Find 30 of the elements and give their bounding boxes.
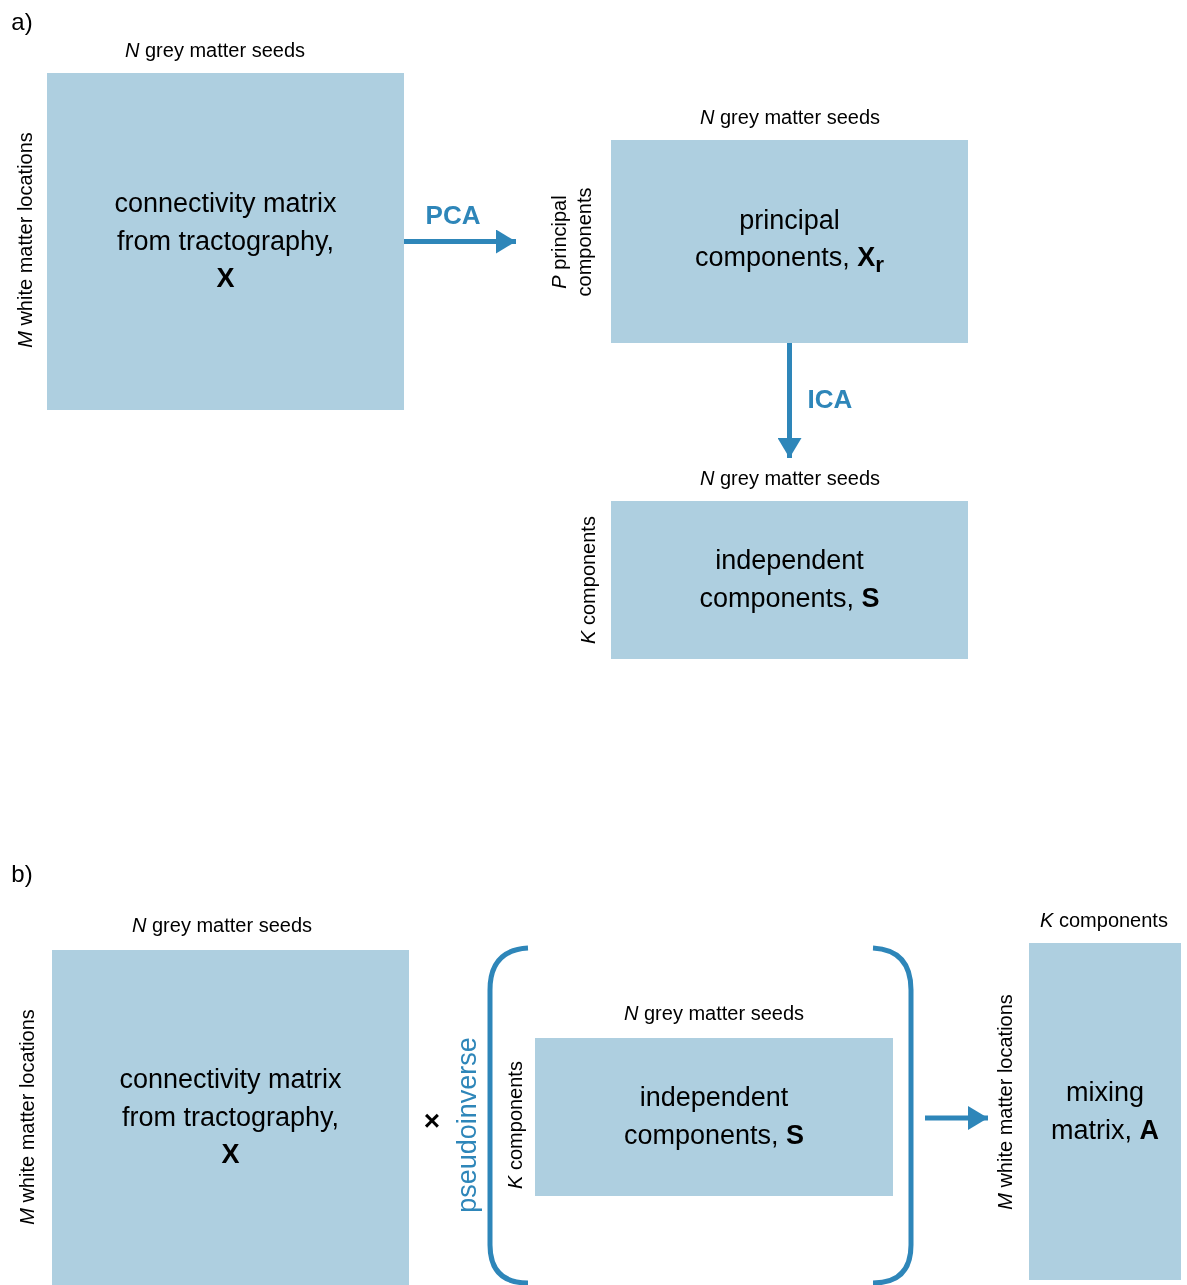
dimension-label: N grey matter seeds	[131, 913, 313, 937]
dimension-label: K components	[1040, 908, 1168, 932]
matrix-box	[535, 1038, 893, 1196]
dimension-label: N grey matter seeds	[623, 1001, 805, 1025]
matrix-box	[47, 73, 404, 410]
matrix-box	[611, 140, 968, 343]
dimension-label: M white matter locations	[992, 994, 1017, 1210]
matrix-box	[1029, 943, 1181, 1280]
dimension-label: N grey matter seeds	[699, 105, 881, 129]
matrix-label: mixing matrix, A	[1050, 1075, 1160, 1147]
arrow	[404, 229, 516, 254]
dimension-label: N grey matter seeds	[124, 38, 306, 62]
dimension-label: M white matter locations	[14, 1009, 39, 1225]
dimension-label: K components	[502, 1061, 527, 1189]
matrix-label: connectivity matrix from tractography, X	[118, 1062, 343, 1172]
operation-label: pseudoinverse	[451, 1037, 484, 1213]
matrix-label: principal components, X$_{r}$	[694, 203, 885, 280]
dimension-label: N grey matter seeds	[699, 466, 881, 490]
dimension-label: M white matter locations	[12, 132, 37, 348]
arrow	[777, 343, 802, 458]
matrix-box	[611, 501, 968, 659]
panel-label: b)	[11, 860, 33, 888]
panel-label: a)	[11, 8, 33, 36]
dimension-label: K components	[575, 516, 600, 644]
matrix-box	[52, 950, 409, 1285]
matrix-label: independent components, S	[698, 544, 881, 615]
arrow	[925, 1106, 988, 1130]
multiply-sign: ×	[423, 1105, 441, 1137]
matrix-label: independent components, S	[622, 1081, 806, 1152]
matrix-label: connectivity matrix from tractography, X	[113, 186, 338, 296]
